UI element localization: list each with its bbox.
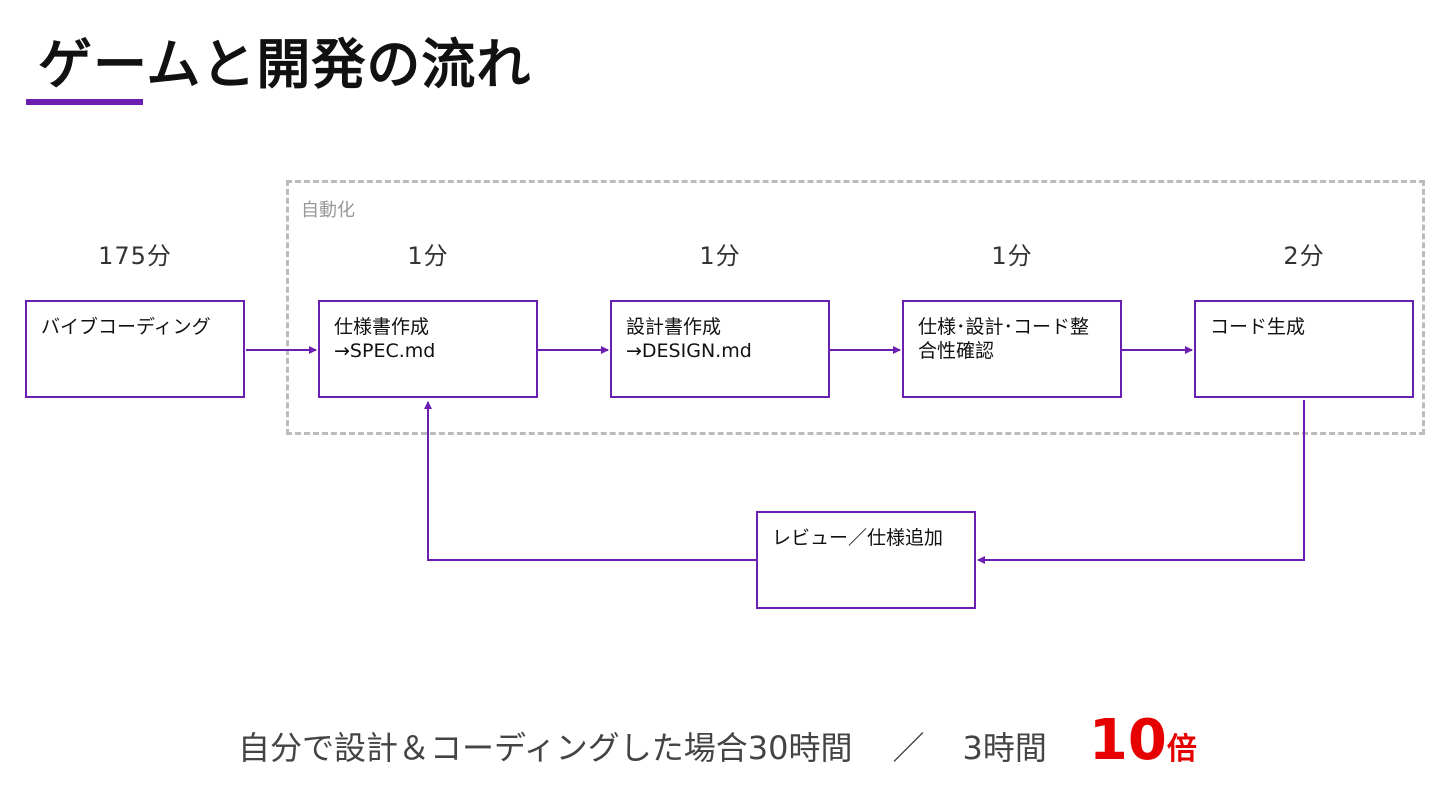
step-time-consistency-check: 1分 — [991, 242, 1033, 270]
step-box-review: レビュー／仕様追加 — [756, 511, 976, 609]
step-box-spec: 仕様書作成 →SPEC.md — [318, 300, 538, 398]
step-box-design: 設計書作成 →DESIGN.md — [610, 300, 830, 398]
step-box-consistency-check: 仕様･設計･コード整 合性確認 — [902, 300, 1122, 398]
step-time-vibe-coding: 175分 — [98, 242, 172, 270]
summary-ratio-unit: 倍 — [1166, 732, 1197, 767]
summary-ratio-number: 10 — [1088, 708, 1167, 773]
arrow-review-to-spec — [424, 401, 756, 561]
step-time-spec: 1分 — [407, 242, 449, 270]
automation-label: 自動化 — [301, 200, 355, 221]
page-title: ゲームと開発の流れ — [38, 33, 532, 96]
automation-region — [286, 180, 1425, 435]
summary-manual-time: 自分で設計＆コーディングした場合30時間 — [238, 729, 853, 767]
summary-line: 自分で設計＆コーディングした場合30時間 ／ 3時間 10倍 — [238, 708, 1197, 773]
step-time-code-generation: 2分 — [1283, 242, 1325, 270]
summary-separator: ／ — [892, 729, 925, 767]
arrow-codegen-to-review — [977, 400, 1305, 564]
step-time-design: 1分 — [699, 242, 741, 270]
title-underline — [26, 99, 143, 105]
step-box-vibe-coding: バイブコーディング — [25, 300, 245, 398]
summary-automated-time: 3時間 — [962, 729, 1047, 767]
step-box-code-generation: コード生成 — [1194, 300, 1414, 398]
